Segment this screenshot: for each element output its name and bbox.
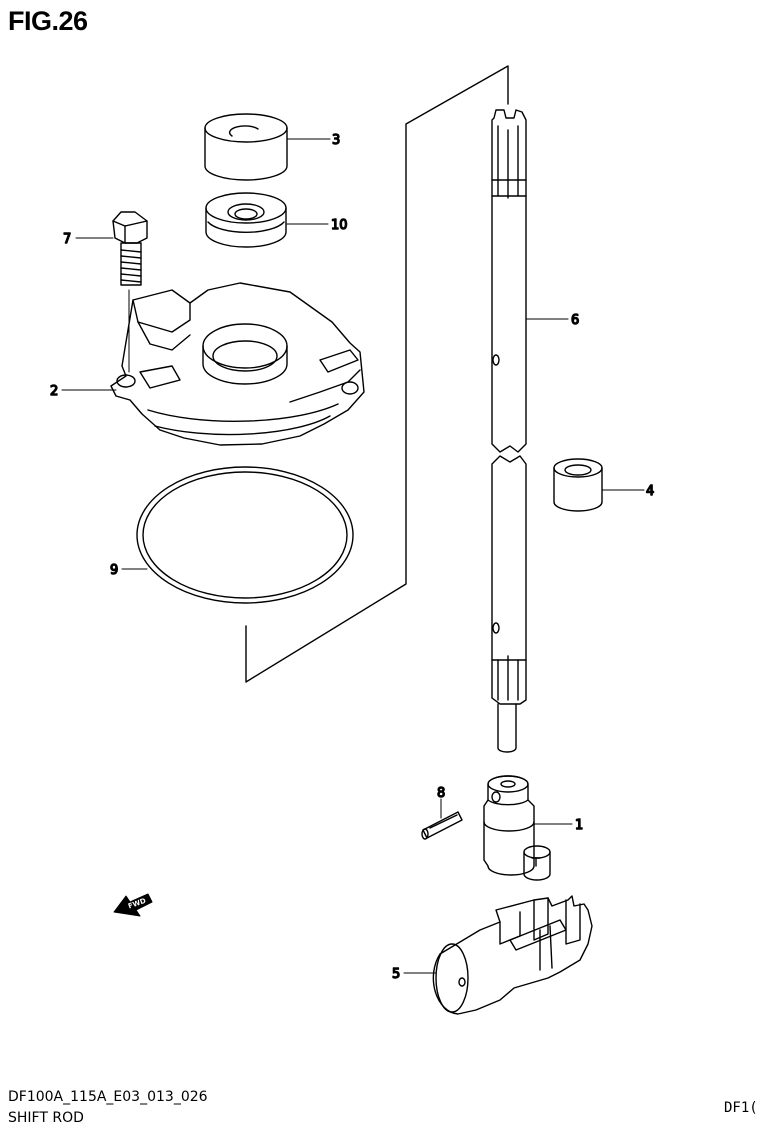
footer-section-name: SHIFT ROD <box>8 1110 84 1126</box>
part-6-shift-rod <box>491 109 527 753</box>
callout-3: 3 <box>332 133 340 148</box>
part-2-housing <box>110 282 365 446</box>
callout-4: 4 <box>646 484 654 499</box>
part-1-cam-follower <box>483 775 551 881</box>
leader-lines <box>61 138 645 974</box>
part-10-oil-seal <box>205 192 287 248</box>
part-3-cap <box>204 113 288 181</box>
part-5-shift-cam <box>432 895 593 1015</box>
part-7-bolt <box>112 211 148 373</box>
assembly-bracket-line <box>245 65 509 683</box>
fwd-arrow: FWD <box>113 893 153 917</box>
callout-9: 9 <box>110 563 118 578</box>
part-8-pin <box>421 811 463 840</box>
callout-6: 6 <box>571 313 579 328</box>
part-9-o-ring <box>136 466 354 604</box>
callout-10: 10 <box>331 218 348 233</box>
figure-title: FIG.26 <box>8 6 88 36</box>
callout-1: 1 <box>575 818 583 833</box>
part-4-collar <box>553 458 603 512</box>
footer-right-code: DF1( <box>724 1100 758 1116</box>
callout-2: 2 <box>50 384 58 399</box>
callout-7: 7 <box>63 232 71 247</box>
callout-5: 5 <box>392 967 400 982</box>
callout-8: 8 <box>437 786 445 801</box>
footer-model-code: DF100A_115A_E03_013_026 <box>8 1089 208 1105</box>
